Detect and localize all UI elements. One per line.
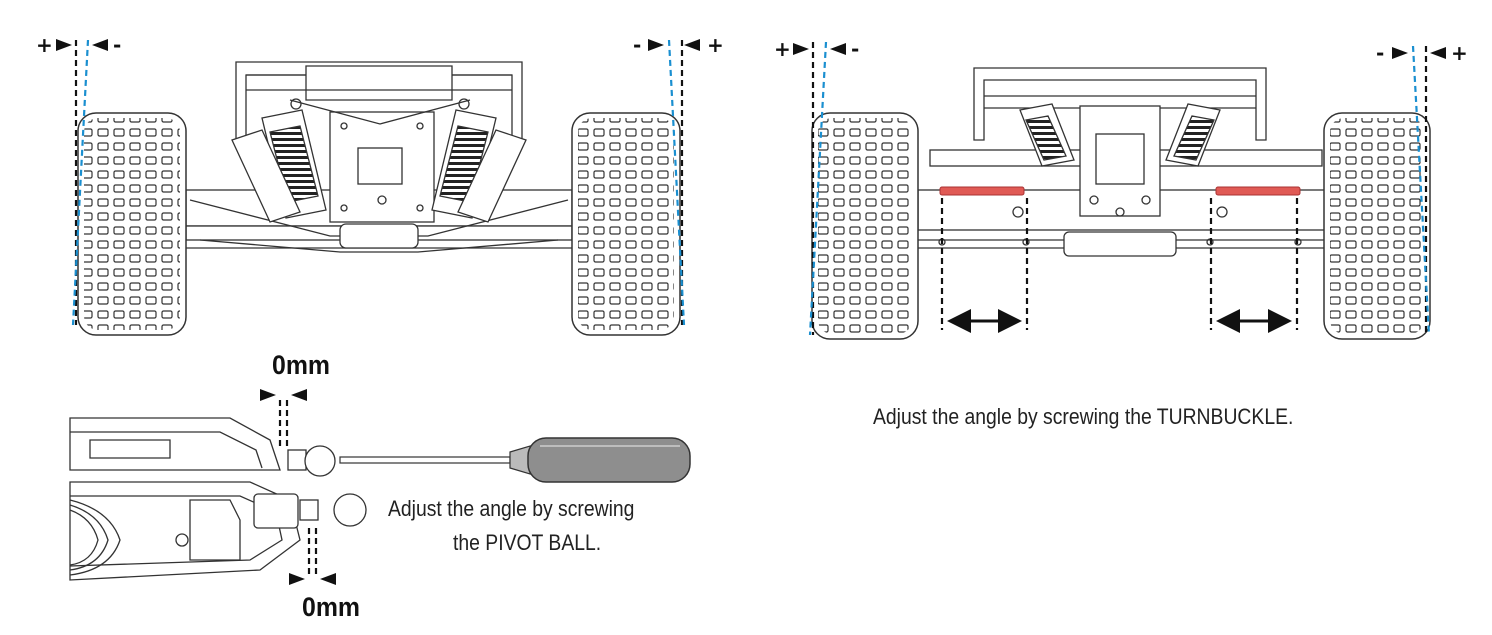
front-view-camber-lines	[56, 39, 700, 326]
upper-pivot-ball	[287, 445, 336, 477]
rear-right-arrow-left	[1430, 47, 1446, 59]
rear-right-arrow-right	[1392, 47, 1408, 59]
front-left-plus-sign: +	[36, 33, 53, 57]
front-left-camber-line	[71, 39, 90, 326]
pivot-detail	[69, 417, 367, 581]
hex-driver-shaft	[339, 456, 511, 464]
front-left-tire	[77, 112, 187, 336]
bottom-gap-label: 0mm	[302, 592, 360, 622]
pivot-gap-indicators	[260, 389, 336, 585]
front-right-camber-line	[667, 39, 686, 326]
rear-right-minus-sign: -	[1376, 41, 1385, 65]
rear-view	[811, 67, 1431, 340]
bottom-gap-arrow-left	[320, 573, 336, 585]
bottom-gap-arrow-right	[289, 573, 305, 585]
rear-left-arrow-left	[830, 43, 846, 55]
rear-left-camber-line	[808, 41, 828, 336]
hex-driver	[339, 437, 691, 483]
pivot-caption-line2: the PIVOT BALL.	[453, 530, 602, 555]
rear-view-camber-lines	[793, 41, 1446, 336]
rear-left-arrow-right	[793, 43, 809, 55]
rear-view-shocks	[1019, 103, 1221, 167]
left-turnbuckle	[939, 186, 1025, 196]
rear-right-tire	[1323, 112, 1431, 340]
rear-left-minus-sign: -	[851, 37, 860, 61]
rear-right-camber-line	[1411, 45, 1431, 336]
rear-left-plus-sign: +	[774, 37, 791, 61]
right-turnbuckle	[1215, 186, 1301, 196]
top-gap-arrow-right	[260, 389, 276, 401]
front-left-arrow-left	[92, 39, 108, 51]
rear-right-plus-sign: +	[1451, 41, 1468, 65]
turnbuckle-caption: Adjust the angle by screwing the TURNBUC…	[873, 404, 1294, 429]
rear-view-turnbuckles	[939, 186, 1301, 196]
pivot-caption-line1: Adjust the angle by screwing	[388, 496, 635, 521]
lower-pivot-ball	[299, 493, 367, 527]
front-right-arrow-left	[684, 39, 700, 51]
pivot-detail-upright	[69, 417, 301, 581]
front-view-wing	[235, 61, 523, 141]
front-left-arrow-right	[56, 39, 72, 51]
front-right-arrow-right	[648, 39, 664, 51]
front-view-shocks	[231, 109, 527, 223]
rear-left-tire	[811, 112, 919, 340]
front-left-minus-sign: -	[113, 33, 122, 57]
turnbuckle-length-indicators	[940, 198, 1299, 333]
rear-view-chassis	[917, 105, 1329, 257]
hex-driver-handle	[527, 437, 691, 483]
front-right-minus-sign: -	[633, 33, 642, 57]
front-right-tire	[571, 112, 681, 336]
front-view	[77, 61, 681, 336]
front-right-plus-sign: +	[707, 33, 724, 57]
top-gap-arrow-left	[291, 389, 307, 401]
top-gap-label: 0mm	[272, 350, 330, 380]
